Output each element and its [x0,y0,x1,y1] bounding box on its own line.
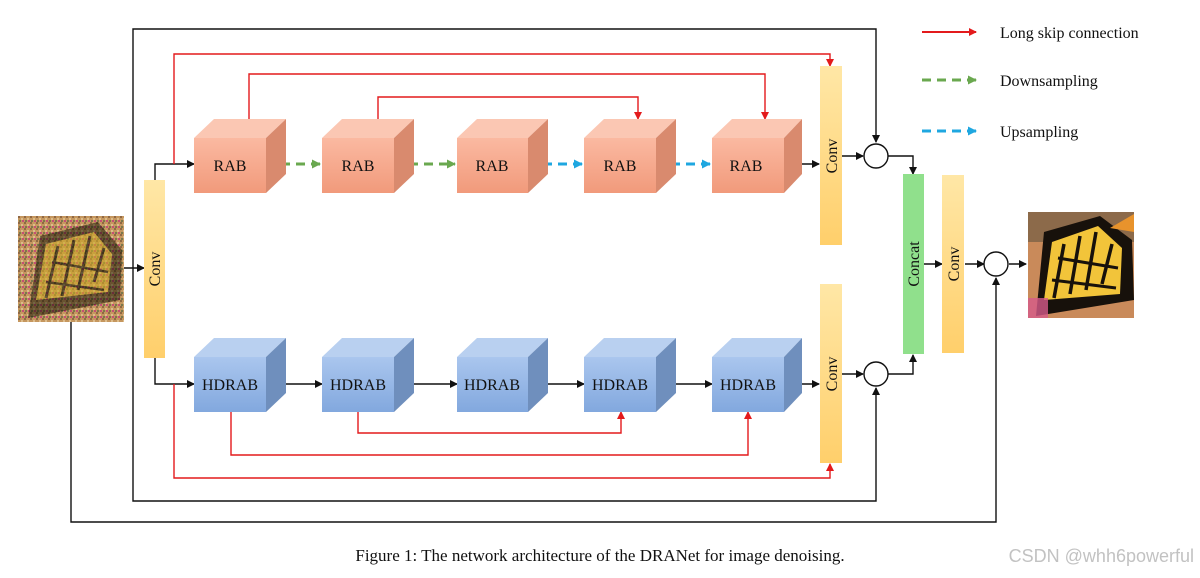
hdrab-label: HDRAB [202,377,258,394]
hdrab-label: HDRAB [720,377,776,394]
concat-label: Concat [906,241,923,287]
hdrab-block: HDRAB [322,338,414,412]
rab-label: RAB [214,158,247,175]
hdrab-label: HDRAB [592,377,648,394]
rab-label: RAB [730,158,763,175]
black-connections [70,28,1027,523]
hdrab-block: HDRAB [712,338,802,412]
conv-label: Conv [824,139,841,174]
conv-label: Conv [147,252,164,287]
rab-label: RAB [604,158,637,175]
concat-block: Concat [903,174,924,354]
conv-label: Conv [824,357,841,392]
hdrab-block: HDRAB [584,338,676,412]
rab-block: RAB [322,119,414,193]
add-node-top [863,143,889,169]
rab-label: RAB [342,158,375,175]
conv-block-output: Conv [942,175,964,353]
input-image [18,216,124,322]
conv-label: Conv [946,247,963,282]
legend-long-skip-label: Long skip connection [1000,25,1139,42]
hdrab-block: HDRAB [194,338,286,412]
add-node-bottom [863,361,889,387]
hdrab-block: HDRAB [457,338,548,412]
rab-block: RAB [712,119,802,193]
rab-block: RAB [584,119,676,193]
legend-downsampling-label: Downsampling [1000,73,1098,90]
figure-caption: Figure 1: The network architecture of th… [355,546,845,565]
hdrab-label: HDRAB [464,377,520,394]
conv-block-hdrab: Conv [820,284,842,463]
rab-block: RAB [457,119,548,193]
conv-block-rab: Conv [820,66,842,245]
rab-block: RAB [194,119,286,193]
conv-block-input: Conv [144,180,165,358]
output-image [1028,212,1134,318]
legend: Long skip connection Downsampling Upsamp… [922,25,1139,141]
add-node-output [983,251,1009,277]
hdrab-label: HDRAB [330,377,386,394]
red-skip-connections [173,53,834,479]
watermark: CSDN @whh6powerful [1008,546,1194,566]
rab-label: RAB [476,158,509,175]
legend-upsampling-label: Upsampling [1000,124,1078,141]
